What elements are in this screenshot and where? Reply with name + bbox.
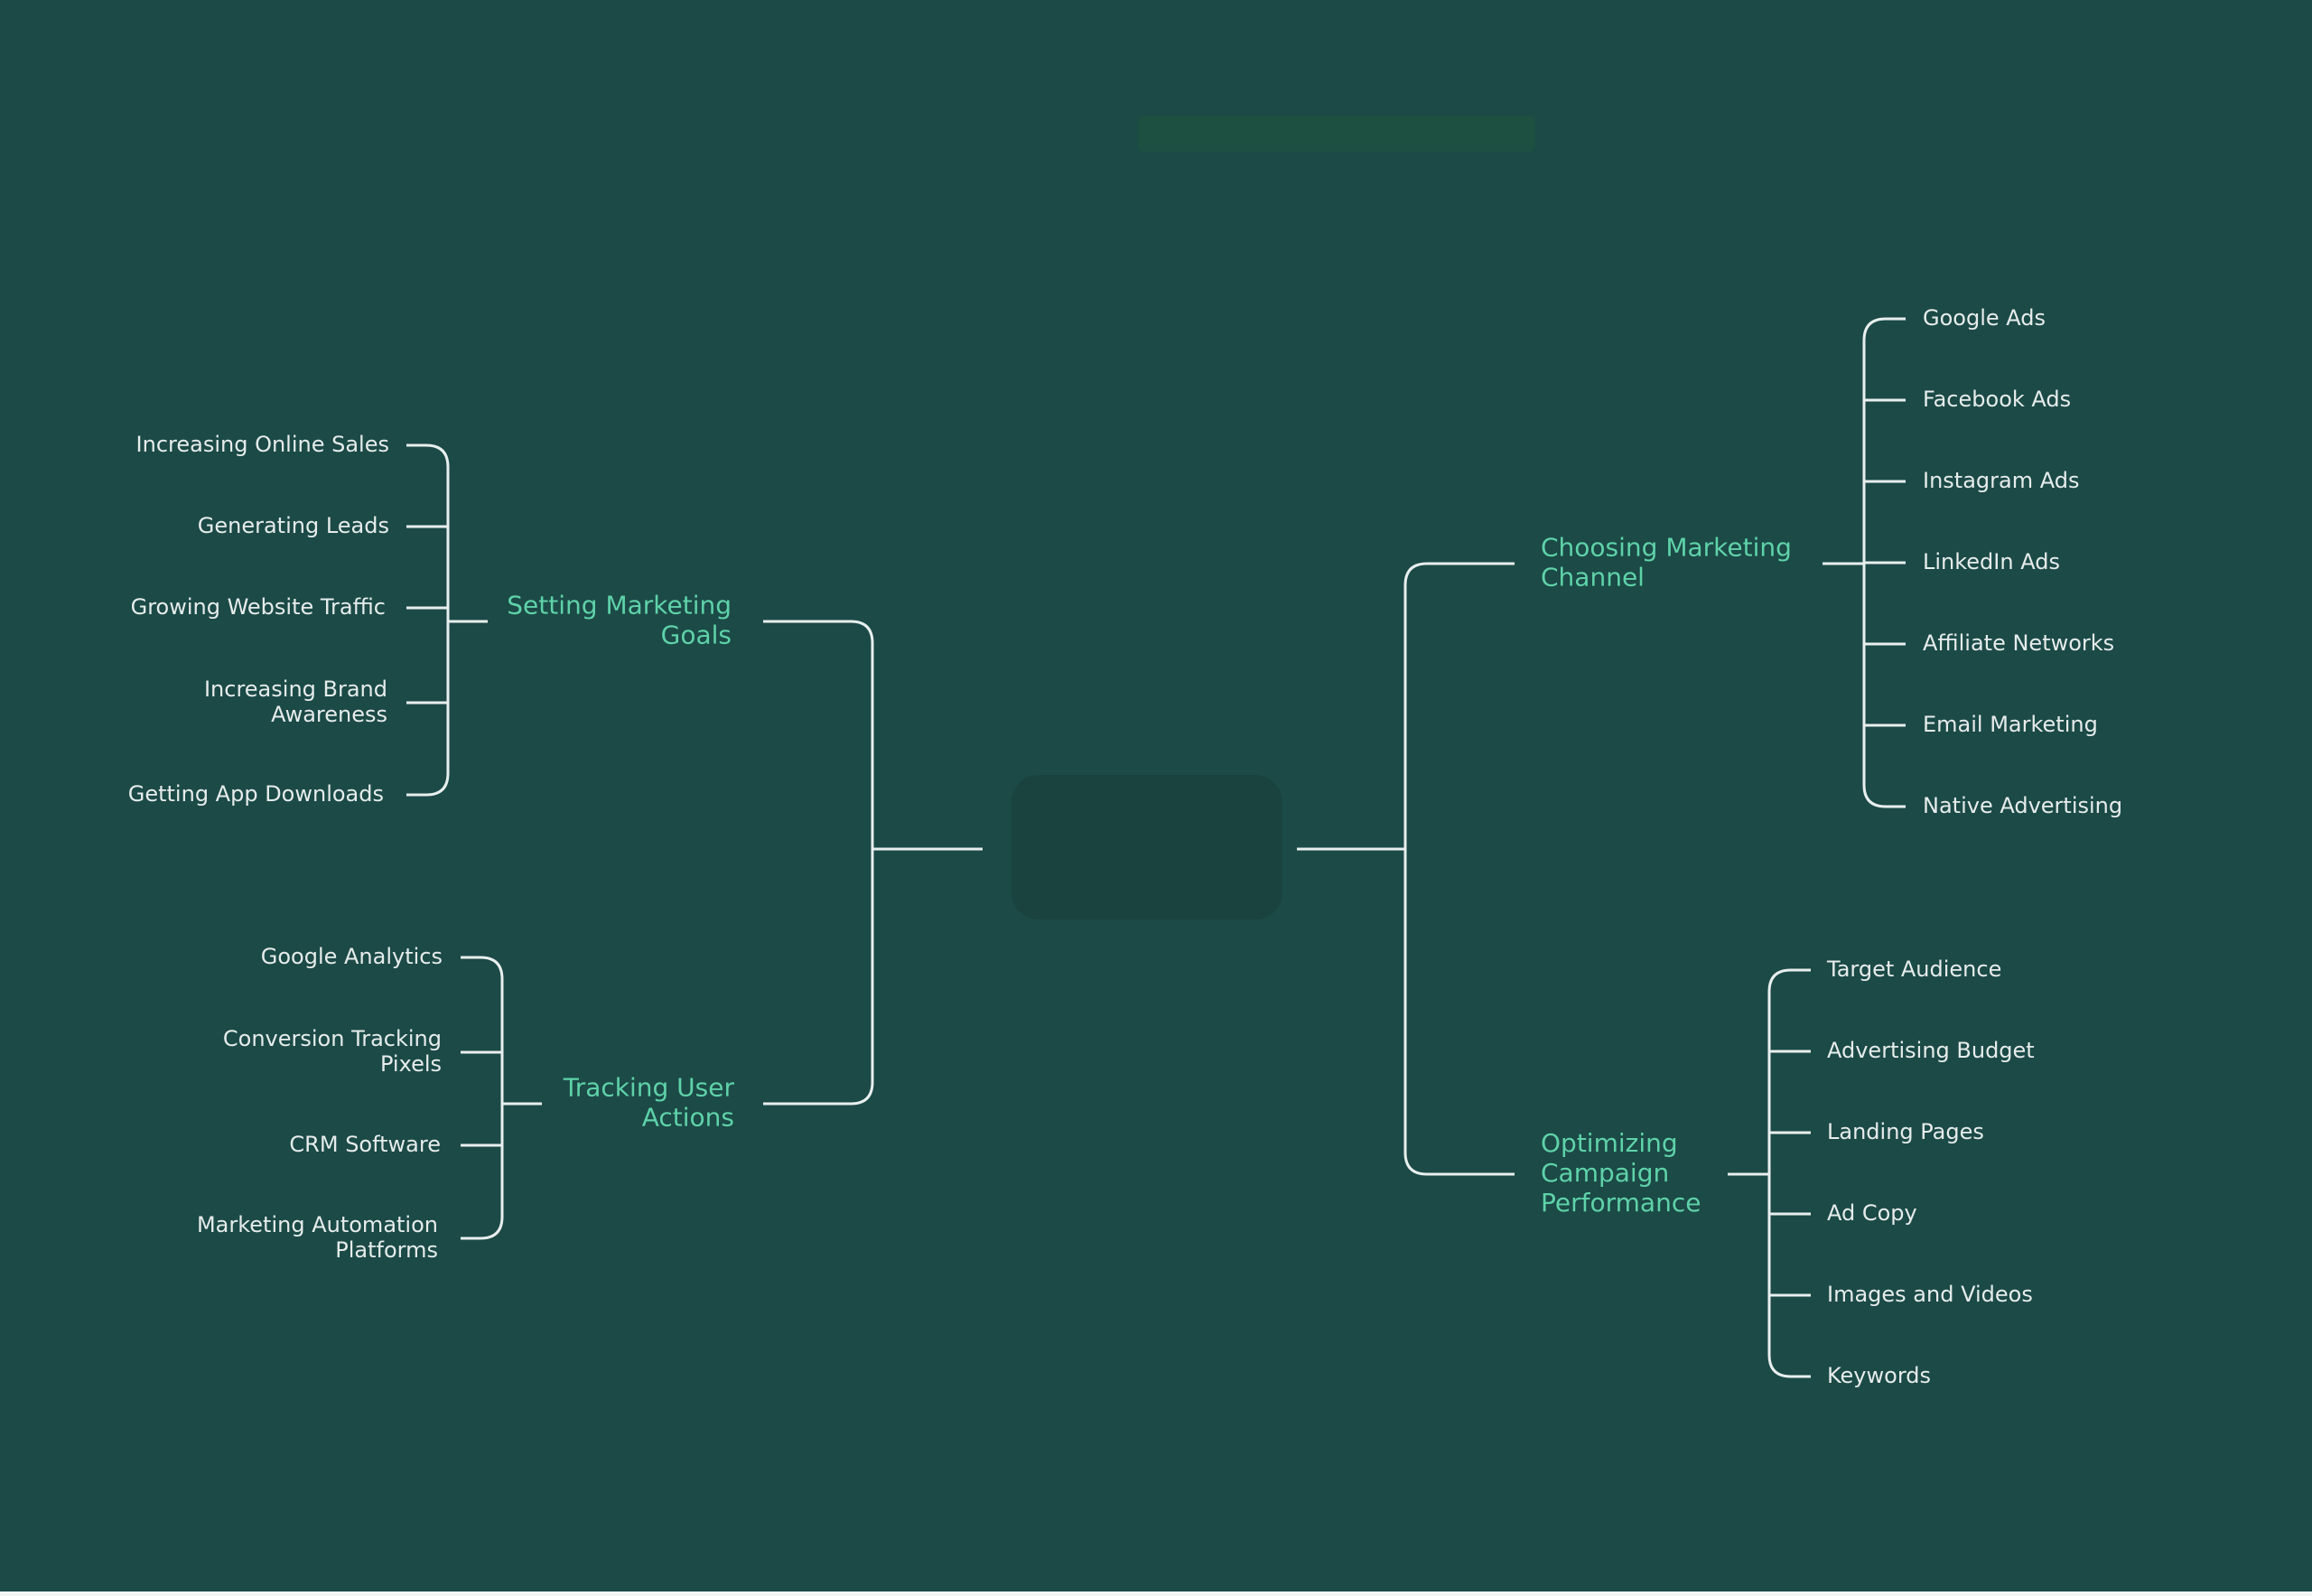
branch-setting-marketing-goals-line: Setting Marketing [507, 591, 732, 621]
branch-choosing-marketing-channel-line: Choosing Marketing [1541, 533, 1792, 563]
leaf-channel-4: Affiliate Networks [1923, 630, 2114, 656]
faint-title-shape [1138, 116, 1535, 152]
leaf-tracking-3-line: Marketing Automation [197, 1212, 438, 1237]
bottom-edge [0, 1591, 2312, 1596]
leaf-optimizing-1-line: Advertising Budget [1827, 1038, 2035, 1063]
branch-setting-marketing-goals-line: Goals [661, 621, 732, 650]
leaf-channel-1: Facebook Ads [1923, 387, 2071, 412]
leaf-optimizing-2-line: Landing Pages [1827, 1119, 1984, 1144]
leaf-goals-2-line: Growing Website Traffic [131, 594, 386, 620]
branch-optimizing-campaign-performance-line: Performance [1541, 1188, 1701, 1218]
leaf-optimizing-2: Landing Pages [1827, 1119, 1984, 1144]
leaf-goals-2: Growing Website Traffic [131, 594, 386, 620]
leaf-channel-3-line: LinkedIn Ads [1923, 549, 2060, 574]
leaf-channel-3: LinkedIn Ads [1923, 549, 2060, 574]
leaf-optimizing-4-line: Images and Videos [1827, 1282, 2033, 1307]
goals-bracket-spine [406, 443, 450, 797]
branch-tracking-user-actions-line: Actions [642, 1103, 734, 1133]
leaf-channel-2: Instagram Ads [1923, 468, 2079, 493]
leaf-tracking-0: Google Analytics [261, 944, 443, 969]
left-main-bracket [763, 620, 874, 1106]
leaf-channel-5-line: Email Marketing [1923, 712, 2098, 737]
leaf-goals-4: Getting App Downloads [128, 781, 384, 807]
connectors [406, 317, 1906, 1378]
branch-tracking-user-actions-line: Tracking User [563, 1073, 735, 1103]
leaf-goals-1: Generating Leads [198, 513, 389, 538]
leaf-goals-4-line: Getting App Downloads [128, 781, 384, 807]
leaf-tracking-2: CRM Software [289, 1132, 441, 1157]
leaf-channel-6-line: Native Advertising [1923, 793, 2122, 818]
leaf-channel-6: Native Advertising [1923, 793, 2122, 818]
branch-optimizing-campaign-performance-line: Campaign [1541, 1158, 1669, 1188]
leaf-optimizing-0-line: Target Audience [1826, 957, 2001, 982]
leaf-goals-1-line: Generating Leads [198, 513, 389, 538]
leaf-goals-3-line: Increasing Brand [204, 677, 387, 702]
leaf-optimizing-3-line: Ad Copy [1827, 1200, 1917, 1226]
leaf-channel-2-line: Instagram Ads [1923, 468, 2079, 493]
leaf-goals-0-line: Increasing Online Sales [136, 432, 389, 457]
leaf-channel-0: Google Ads [1923, 305, 2046, 331]
leaf-tracking-1-line: Conversion Tracking [223, 1026, 442, 1051]
leaf-tracking-3-line: Platforms [335, 1237, 438, 1263]
leaf-goals-0: Increasing Online Sales [136, 432, 389, 457]
leaf-tracking-0-line: Google Analytics [261, 944, 443, 969]
tracking-bracket-spine [461, 956, 504, 1240]
leaf-channel-4-line: Affiliate Networks [1923, 630, 2114, 656]
center-node [1012, 775, 1282, 919]
leaf-optimizing-0: Target Audience [1826, 957, 2001, 982]
leaf-optimizing-3: Ad Copy [1827, 1200, 1917, 1226]
leaf-optimizing-1: Advertising Budget [1827, 1038, 2035, 1063]
leaf-channel-0-line: Google Ads [1923, 305, 2046, 331]
optimizing-bracket-spine [1767, 968, 1811, 1378]
branch-choosing-marketing-channel-line: Channel [1541, 563, 1645, 593]
right-main-bracket [1403, 562, 1515, 1176]
leaf-optimizing-5-line: Keywords [1827, 1363, 1931, 1388]
leaf-channel-1-line: Facebook Ads [1923, 387, 2071, 412]
leaf-optimizing-5: Keywords [1827, 1363, 1931, 1388]
leaf-channel-5: Email Marketing [1923, 712, 2098, 737]
branch-optimizing-campaign-performance-line: Optimizing [1541, 1128, 1678, 1158]
leaf-optimizing-4: Images and Videos [1827, 1282, 2033, 1307]
leaf-goals-3-line: Awareness [271, 702, 387, 727]
leaf-tracking-1-line: Pixels [380, 1051, 442, 1077]
leaf-tracking-2-line: CRM Software [289, 1132, 441, 1157]
